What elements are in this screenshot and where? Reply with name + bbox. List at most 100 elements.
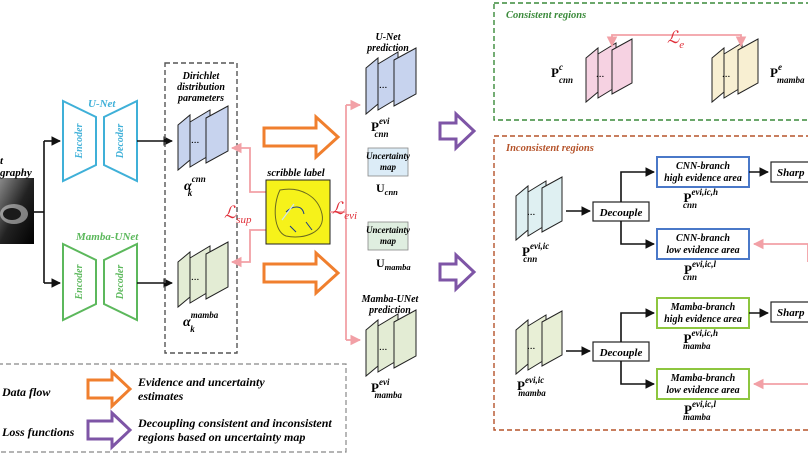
legend-decoupling-text: Decoupling consistent and inconsistent [137, 416, 332, 430]
dirichlet-box [164, 62, 238, 354]
sharpen-box-top [770, 161, 808, 183]
mamba-high-evidence-label: Mamba-branch [670, 302, 736, 313]
uncertainty-cnn-title: Uncertainty [366, 151, 411, 161]
sharpen-box-bottom [770, 301, 808, 323]
consistent-cnn-dots: ... [596, 68, 605, 80]
mamba-prediction-title: Mamba-UNet [361, 294, 420, 305]
consistent-cnn-stack: ... [585, 38, 633, 104]
alpha-mamba-stack: ... [177, 241, 229, 309]
legend-data-flow: Data flow [1, 385, 51, 399]
legend-orange-arrow [86, 368, 133, 410]
uncertainty-mamba-title: Uncertainty [366, 225, 411, 235]
unet-encoder [62, 99, 97, 183]
dirichlet-title: distribution [177, 82, 225, 93]
uncertainty-cnn-title: map [380, 162, 397, 172]
loss-evi: ℒevi [332, 199, 357, 222]
input-label: graphy [0, 167, 32, 179]
input-image [0, 178, 34, 244]
decoupling-arrows [438, 110, 477, 293]
legend-evidence-text: Evidence and uncertainty [137, 375, 265, 389]
mamba-prediction-stack: ... [365, 309, 417, 378]
uncertainty-map-cnn: Uncertainty map [366, 147, 411, 177]
network-output-arrows [137, 136, 173, 288]
unet-title: U-Net [88, 98, 116, 110]
loss-e: ℒe [667, 28, 684, 51]
legend-evidence-text: estimates [138, 389, 184, 403]
sup-loss-arrows [230, 142, 268, 268]
sharpen-input-arrows [749, 167, 769, 318]
decouple-label-mamba: Decouple [599, 347, 643, 359]
dirichlet-title: parameters [177, 93, 224, 104]
inconsistent-regions-title: Inconsistent regions [505, 143, 594, 154]
cnn-low-evidence-label: CNN-branch [676, 233, 730, 244]
inconsistent-cnn-stack: ... [515, 176, 563, 242]
consistent-mamba-dots: ... [722, 68, 731, 80]
evi-loss-arrows [330, 99, 362, 346]
decouple-output-arrows [620, 167, 655, 389]
mamba-encoder [62, 242, 97, 322]
cnn-low-evidence-label: low evidence area [666, 245, 739, 256]
consistent-regions-title: Consistent regions [506, 10, 586, 21]
alpha-cnn-dots: ... [191, 134, 200, 146]
mamba-low-evidence-box [656, 368, 750, 400]
scribble-label-image [265, 179, 331, 245]
cnn-high-evidence-label: high evidence area [664, 173, 742, 184]
alpha-cnn-stack: ... [177, 105, 229, 172]
legend-purple-arrow [86, 409, 133, 451]
mamba-prediction-dots: ... [379, 341, 388, 353]
uncertainty-cnn-symbol: Ucnn [376, 181, 398, 197]
inconsistent-mamba-stack: ... [515, 310, 563, 376]
cross-supervision-arrows [752, 238, 808, 390]
unet-prediction-dots: ... [379, 79, 388, 91]
mamba-decoder-label: Decoder [115, 265, 126, 301]
unet-prediction-title: U-Net [376, 32, 402, 43]
unet-encoder-label: Encoder [74, 123, 85, 159]
input-flow-lines [34, 136, 61, 288]
cnn-low-evidence-box [656, 228, 750, 260]
evidence-estimation-arrows [262, 113, 341, 297]
mamba-prediction-title: prediction [368, 305, 411, 316]
input-label: t [0, 155, 4, 167]
uncertainty-mamba-symbol: Umamba [376, 256, 411, 272]
consistent-mamba-stack: ... [711, 38, 759, 104]
mamba-low-evidence-label: low evidence area [666, 385, 739, 396]
cnn-high-evidence-box [656, 156, 750, 188]
uncertainty-map-mamba: Uncertainty map [366, 221, 411, 251]
legend-loss-functions: Loss functions [1, 425, 75, 439]
loss-sup: ℒsup [224, 203, 252, 226]
consistent-regions-box [493, 2, 808, 121]
uncertainty-mamba-title: map [380, 236, 397, 246]
unet-decoder [103, 99, 138, 183]
inconsistent-cnn-dots: ... [527, 206, 536, 218]
cnn-high-evidence-label: CNN-branch [676, 161, 730, 172]
decouple-label-cnn: Decouple [599, 207, 643, 219]
consistency-loss-arrow [606, 34, 747, 48]
dirichlet-title: Dirichlet [182, 71, 221, 82]
inconsistent-regions-box [493, 135, 808, 431]
alpha-mamba-dots: ... [191, 271, 200, 283]
inconsistent-mamba-dots: ... [527, 340, 536, 352]
mamba-high-evidence-label: high evidence area [664, 314, 742, 325]
legend-box [0, 363, 347, 453]
decouple-input-arrows [566, 206, 591, 356]
sharpen-label-bottom: Sharp [777, 307, 805, 319]
mamba-decoder [103, 242, 138, 322]
mamba-unet-title: Mamba-UNet [75, 231, 139, 243]
unet-prediction-stack: ... [365, 47, 417, 116]
unet-prediction-title: prediction [366, 43, 409, 54]
mamba-low-evidence-label: Mamba-branch [670, 373, 736, 384]
sharpen-label-top: Sharp [777, 167, 805, 179]
